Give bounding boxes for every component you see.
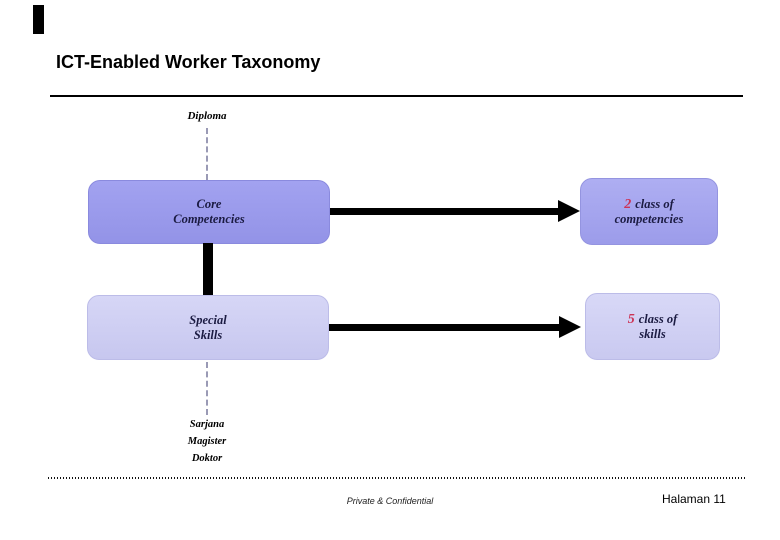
skills-count: 5 (627, 311, 635, 327)
arrow-core-to-competencies-shaft (330, 208, 560, 215)
arrow-special-to-skills-head (559, 316, 581, 338)
page-number: Halaman 11 (662, 492, 726, 506)
degree-label-sarjana: Sarjana (189, 419, 225, 430)
core-box-line2: Competencies (173, 212, 245, 226)
core-competencies-box: Core Competencies (88, 180, 330, 244)
skills-class-line2: skills (639, 326, 666, 341)
confidential-label: Private & Confidential (346, 496, 434, 506)
diploma-label: Diploma (187, 110, 227, 122)
competencies-class-text1: class of (635, 196, 674, 211)
dashed-connector-bottom (206, 362, 208, 415)
connector-core-to-special (203, 243, 213, 296)
degree-label-magister: Magister (187, 436, 227, 447)
competencies-count: 2 (624, 196, 632, 212)
footer-dotted-rule (48, 477, 745, 479)
special-box-line1: Special (189, 312, 227, 327)
special-box-line2: Skills (193, 327, 223, 342)
page-title: ICT-Enabled Worker Taxonomy (56, 52, 321, 72)
competencies-class-line2: competencies (614, 211, 684, 226)
corner-mark (33, 5, 44, 34)
special-skills-box: Special Skills (87, 295, 329, 360)
core-competencies-label: Core Competencies (173, 197, 245, 227)
core-box-line1: Core (196, 197, 222, 211)
dashed-connector-top (206, 128, 208, 180)
degree-labels: Sarjana Magister Doktor (158, 416, 256, 467)
skills-class-text1: class of (638, 311, 678, 326)
degree-label-doktor: Doktor (191, 453, 223, 464)
special-skills-label: Special Skills (189, 313, 227, 343)
title-underline-rule (50, 95, 743, 97)
arrow-special-to-skills-shaft (329, 324, 560, 331)
arrow-core-to-competencies-head (558, 200, 580, 222)
